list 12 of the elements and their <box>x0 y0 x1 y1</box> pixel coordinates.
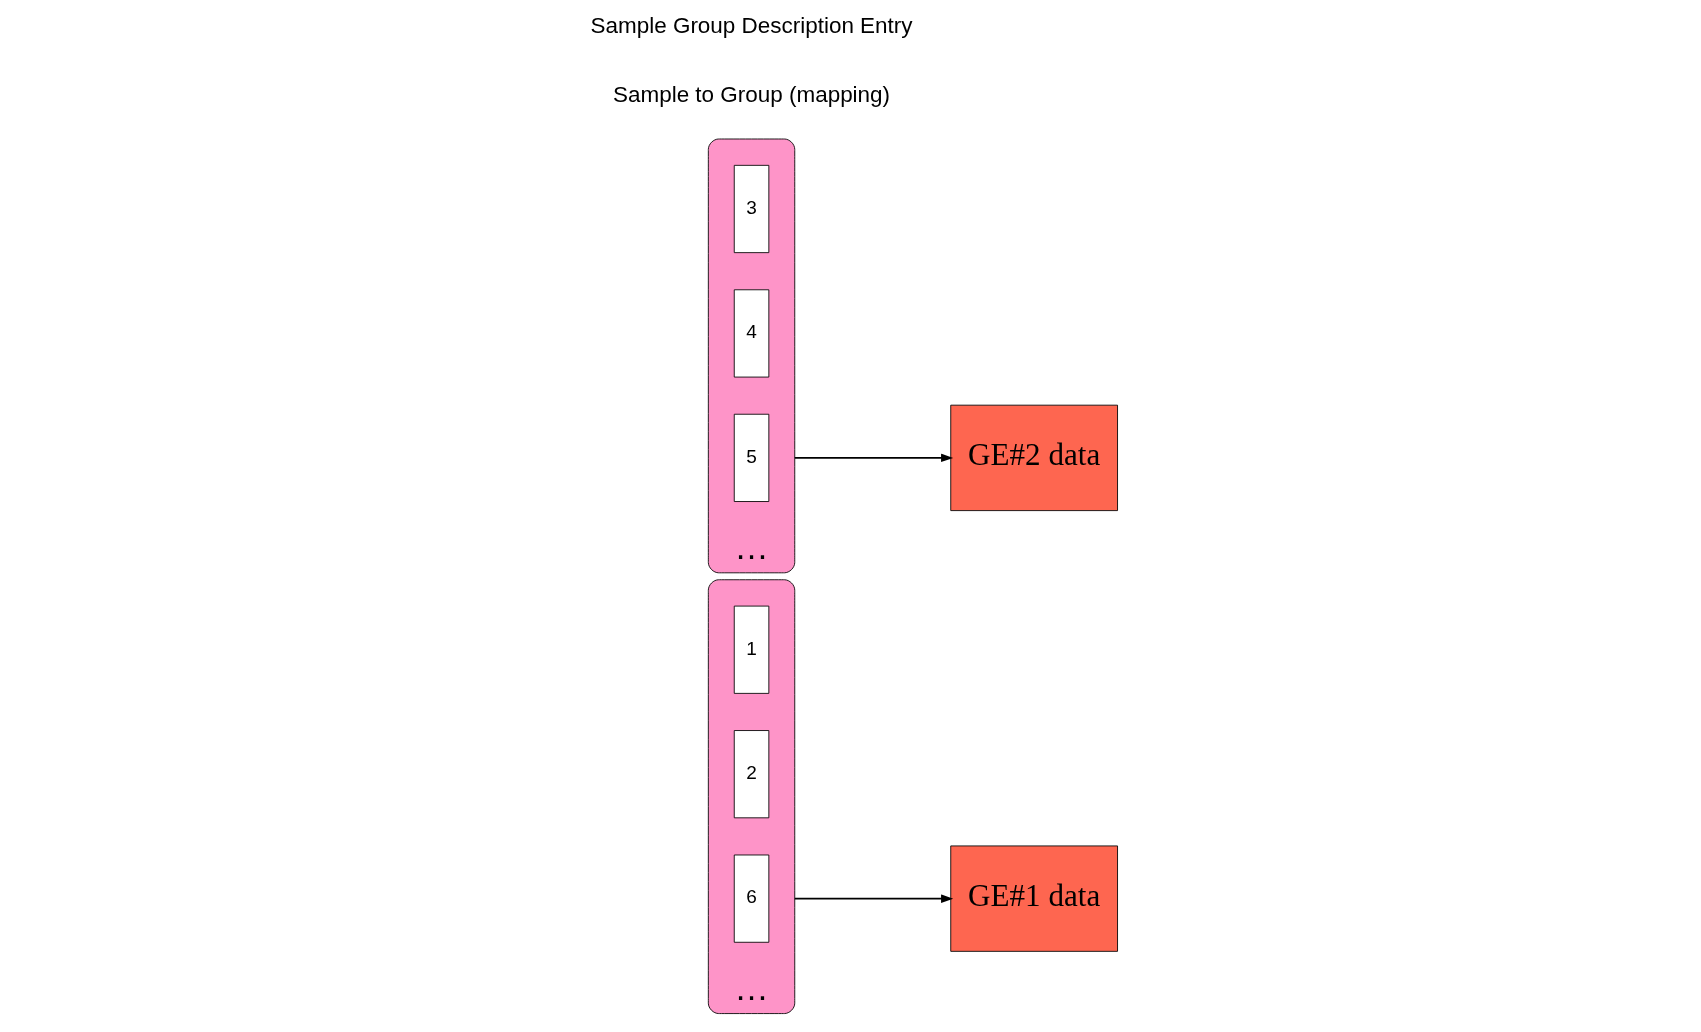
arrow <box>793 894 954 903</box>
node-box: 4 <box>733 289 770 378</box>
arrow <box>793 453 954 463</box>
node-box: 1 <box>733 605 770 694</box>
node-box: 3 <box>733 164 770 254</box>
node-box: GE#1 data <box>950 845 1118 952</box>
label: Sample Group Description Entry <box>590 12 913 38</box>
node-box: 5 <box>733 413 770 502</box>
node-box: 6 <box>733 854 770 943</box>
label: Sample to Group (mapping) <box>613 82 891 108</box>
node-box: GE#2 data <box>950 404 1118 512</box>
node-box: 2 <box>733 730 770 819</box>
